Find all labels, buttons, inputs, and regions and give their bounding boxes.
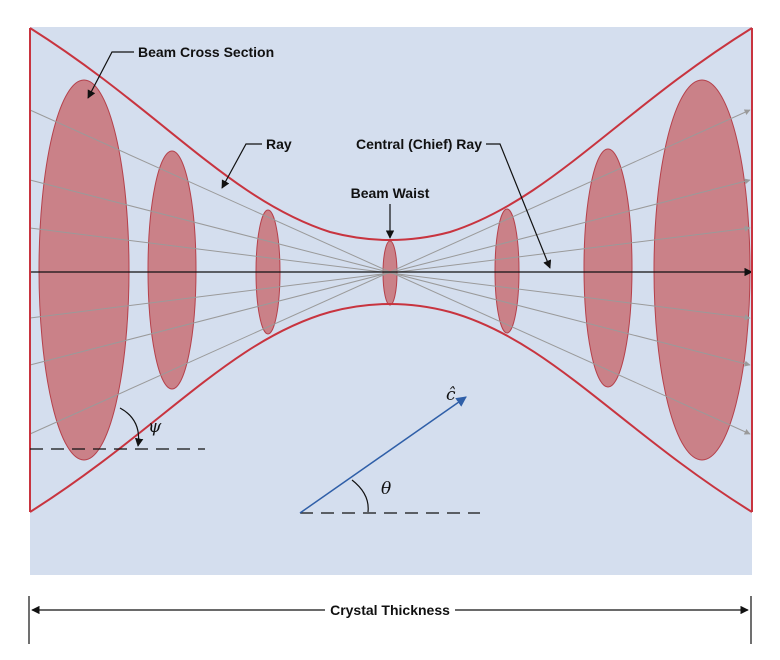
psi-angle: ψ [30, 407, 205, 450]
beam-cross-sections [38, 79, 751, 461]
callout-central-ray: Central (Chief) Ray [356, 136, 552, 269]
cross-section-ellipse [147, 150, 197, 390]
optic-axis-vector: θ ĉ [299, 385, 480, 514]
theta-arc [351, 479, 369, 513]
crystal-thickness-dimension: Crystal Thickness [28, 596, 752, 644]
label-central-ray: Central (Chief) Ray [356, 136, 482, 152]
callout-beam-waist: Beam Waist [351, 185, 430, 239]
psi-arc [119, 407, 144, 447]
cross-section-ellipse [653, 79, 751, 461]
label-beam-cross-section: Beam Cross Section [138, 44, 274, 60]
beam-envelope-upper [29, 27, 753, 241]
c-hat-vector [299, 396, 467, 514]
label-beam-waist: Beam Waist [351, 185, 430, 201]
label-theta: θ [381, 479, 391, 499]
label-ray: Ray [266, 136, 292, 152]
cross-section-ellipse [583, 148, 633, 388]
callout-ray: Ray [221, 136, 292, 189]
beam-envelope [29, 27, 753, 513]
callout-beam-cross-section: Beam Cross Section [87, 44, 274, 99]
beam-envelope-lower [29, 303, 753, 513]
label-c-hat: ĉ [446, 385, 456, 405]
label-crystal-thickness: Crystal Thickness [330, 602, 450, 618]
label-psi: ψ [148, 417, 162, 437]
cross-section-ellipse [38, 79, 130, 461]
cross-section-ellipse [494, 208, 520, 334]
